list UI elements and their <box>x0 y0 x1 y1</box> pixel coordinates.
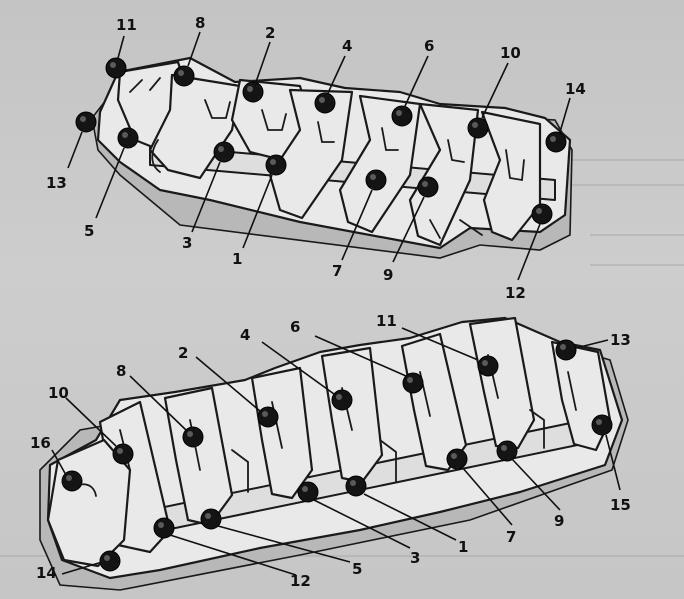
callout-10: 10 <box>48 384 69 402</box>
callout-6: 6 <box>290 318 300 336</box>
bolt-icon <box>297 481 319 503</box>
bolt-icon <box>61 470 83 492</box>
callout-9: 9 <box>554 512 564 530</box>
top-rocker-assembly: 11 8 2 4 6 10 14 13 5 3 1 7 9 12 <box>46 14 586 302</box>
bolt-icon <box>314 92 336 114</box>
bottom-labels: 6 11 13 4 2 8 10 16 15 9 7 1 3 5 12 14 <box>30 312 631 590</box>
callout-13: 13 <box>46 174 67 192</box>
bolt-icon <box>496 440 518 462</box>
callout-4: 4 <box>342 37 352 55</box>
callout-4: 4 <box>240 326 250 344</box>
bottom-leaders <box>51 327 621 576</box>
bottom-rocker-assembly: 6 11 13 4 2 8 10 16 15 9 7 1 3 5 12 14 <box>30 312 631 591</box>
callout-12: 12 <box>290 572 311 590</box>
bolt-icon <box>153 517 175 539</box>
bolt-icon <box>417 176 439 198</box>
bolt-icon <box>112 443 134 465</box>
callout-5: 5 <box>352 560 362 578</box>
callout-7: 7 <box>506 528 516 546</box>
bolt-icon <box>173 65 195 87</box>
bolt-icon <box>531 203 553 225</box>
callout-8: 8 <box>116 362 126 380</box>
callout-5: 5 <box>84 222 94 240</box>
callout-3: 3 <box>182 234 192 252</box>
callout-15: 15 <box>610 496 631 514</box>
bolt-icon <box>446 448 468 470</box>
bolt-icon <box>265 154 287 176</box>
bolt-icon <box>555 339 577 361</box>
callout-13: 13 <box>610 331 631 349</box>
callout-9: 9 <box>383 266 393 284</box>
bolt-icon <box>182 426 204 448</box>
callout-10: 10 <box>500 44 521 62</box>
callout-2: 2 <box>178 344 188 362</box>
top-labels: 11 8 2 4 6 10 14 13 5 3 1 7 9 12 <box>46 14 586 302</box>
top-bolts <box>75 57 567 225</box>
bolt-icon <box>257 406 279 428</box>
callout-6: 6 <box>424 37 434 55</box>
callout-1: 1 <box>232 250 242 268</box>
callout-7: 7 <box>332 262 342 280</box>
callout-1: 1 <box>458 538 468 556</box>
bolt-icon <box>545 131 567 153</box>
bolt-icon <box>467 117 489 139</box>
callout-11: 11 <box>116 16 137 34</box>
bolt-icon <box>345 475 367 497</box>
bolt-icon <box>242 81 264 103</box>
callout-11: 11 <box>376 312 397 330</box>
bolt-icon <box>402 372 424 394</box>
callout-12: 12 <box>505 284 526 302</box>
bolt-icon <box>200 508 222 530</box>
callout-8: 8 <box>195 14 205 32</box>
bolt-icon <box>477 355 499 377</box>
bolt-icon <box>591 414 613 436</box>
bolt-icon <box>99 550 121 572</box>
bottom-bolts <box>61 339 613 572</box>
callout-14: 14 <box>36 564 57 582</box>
top-leaders <box>67 31 571 281</box>
callout-14: 14 <box>565 80 586 98</box>
bolt-icon <box>105 57 127 79</box>
bolt-icon <box>117 127 139 149</box>
bolt-icon <box>365 169 387 191</box>
bolt-icon <box>213 141 235 163</box>
callout-16: 16 <box>30 434 51 452</box>
callout-3: 3 <box>410 549 420 567</box>
callout-2: 2 <box>265 24 275 42</box>
bolt-icon <box>331 389 353 411</box>
bolt-icon <box>391 105 413 127</box>
bolt-icon <box>75 111 97 133</box>
